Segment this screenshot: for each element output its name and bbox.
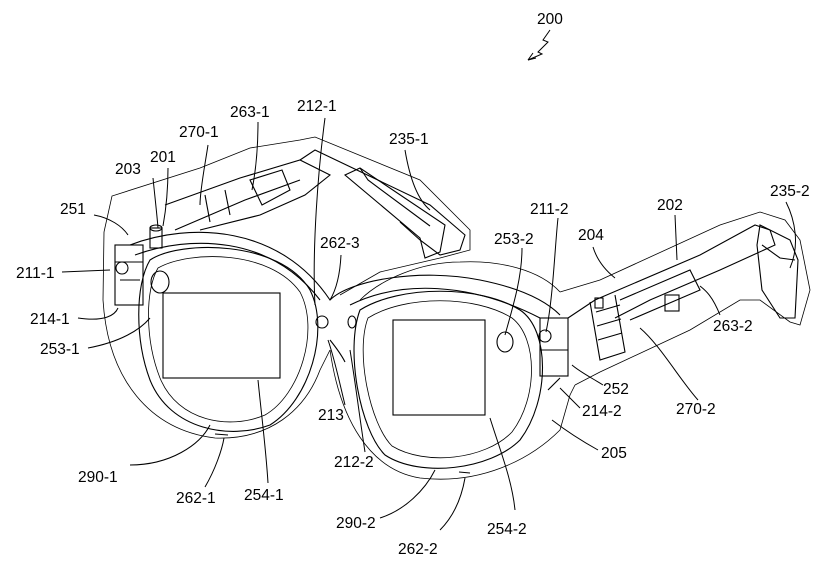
label-201: 201 bbox=[150, 149, 176, 166]
leader-lines bbox=[61, 117, 796, 531]
label-213: 213 bbox=[318, 407, 344, 424]
label-290-1: 290-1 bbox=[78, 469, 118, 486]
figure-number-label: 200 bbox=[537, 11, 563, 28]
outer-housing bbox=[102, 136, 811, 480]
label-262-1: 262-1 bbox=[176, 490, 216, 507]
label-214-2: 214-2 bbox=[582, 403, 622, 420]
label-262-3: 262-3 bbox=[320, 235, 360, 252]
left-temple bbox=[164, 149, 466, 259]
label-235-2: 235-2 bbox=[770, 183, 810, 200]
label-203: 203 bbox=[115, 161, 141, 178]
label-235-1: 235-1 bbox=[389, 131, 429, 148]
right-temple bbox=[567, 224, 799, 361]
label-252: 252 bbox=[603, 381, 629, 398]
bridge bbox=[315, 315, 357, 363]
label-205: 205 bbox=[601, 445, 627, 462]
label-263-1: 263-1 bbox=[230, 104, 270, 121]
left-lens bbox=[138, 247, 319, 436]
label-270-1: 270-1 bbox=[179, 124, 219, 141]
label-290-2: 290-2 bbox=[336, 515, 376, 532]
label-211-2: 211-2 bbox=[530, 201, 569, 218]
label-212-1: 212-1 bbox=[297, 98, 337, 115]
label-262-2: 262-2 bbox=[398, 541, 438, 558]
label-212-2: 212-2 bbox=[334, 454, 374, 471]
label-251: 251 bbox=[60, 201, 86, 218]
label-270-2: 270-2 bbox=[676, 401, 716, 418]
label-263-2: 263-2 bbox=[713, 318, 753, 335]
label-253-2: 253-2 bbox=[494, 231, 534, 248]
label-254-2: 254-2 bbox=[487, 521, 527, 538]
label-200-group: 200 bbox=[527, 11, 563, 61]
label-202: 202 bbox=[657, 197, 683, 214]
label-211-1: 211-1 bbox=[16, 265, 55, 282]
label-204: 204 bbox=[578, 227, 604, 244]
reference-labels: 212-1 235-1 270-1 263-1 203 201 251 262-… bbox=[16, 98, 810, 558]
label-253-1: 253-1 bbox=[40, 341, 80, 358]
label-214-1: 214-1 bbox=[30, 311, 70, 328]
right-lens bbox=[353, 290, 543, 474]
right-hinge bbox=[538, 317, 569, 391]
label-254-1: 254-1 bbox=[244, 487, 284, 504]
